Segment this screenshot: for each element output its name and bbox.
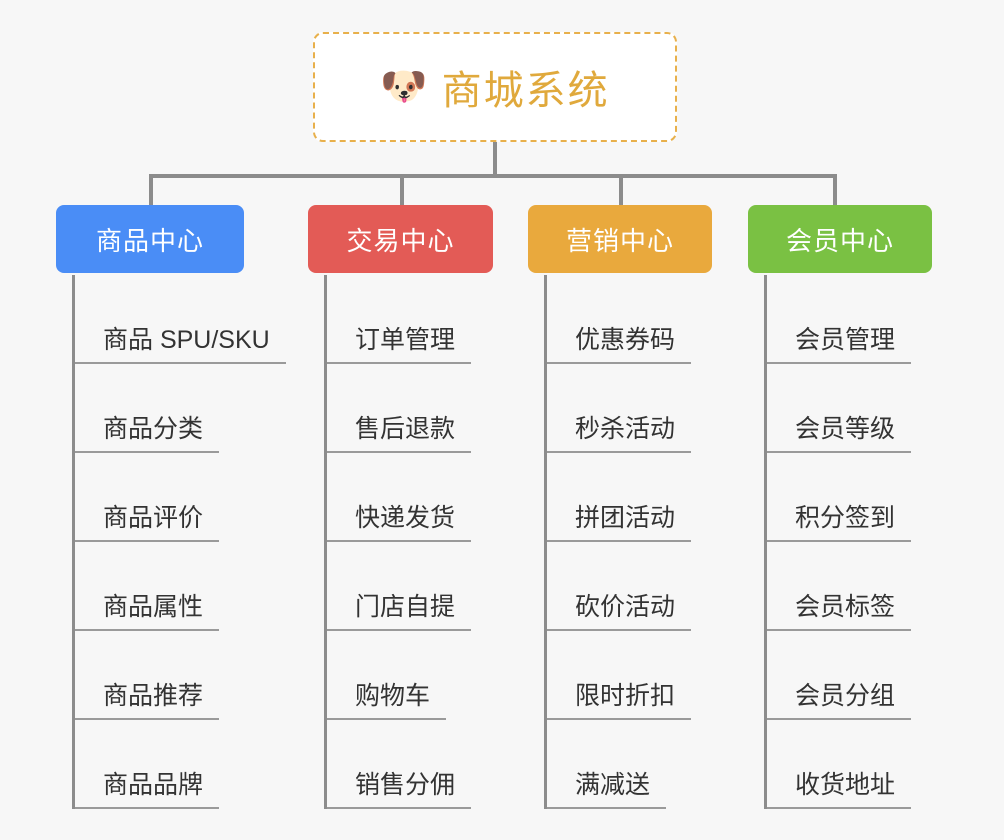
leaf-label: 商品 SPU/SKU (75, 326, 286, 364)
root-node[interactable]: 🐶 商城系统 (313, 32, 677, 142)
branch-trunk-4 (764, 275, 767, 809)
connector-drop-4 (833, 174, 837, 207)
leaf-label: 秒杀活动 (547, 415, 692, 453)
leaf-label: 快递发货 (327, 504, 472, 542)
leaf-label: 销售分佣 (327, 771, 472, 809)
connector-root-stub (493, 142, 497, 178)
leaf-label: 商品推荐 (75, 682, 220, 720)
leaf-label: 售后退款 (327, 415, 472, 453)
branch-trunk-1 (72, 275, 75, 809)
dog-face-icon: 🐶 (380, 66, 428, 108)
leaf-label: 积分签到 (767, 504, 912, 542)
leaf-label: 订单管理 (327, 326, 472, 364)
branch-trunk-2 (324, 275, 327, 809)
branch-header-4[interactable]: 会员中心 (748, 205, 932, 273)
root-title: 商城系统 (441, 69, 610, 113)
leaf-label: 购物车 (327, 682, 447, 720)
branch-trunk-3 (544, 275, 547, 809)
leaf-label: 砍价活动 (547, 593, 692, 631)
connector-drop-3 (619, 174, 623, 207)
branch-label-4: 会员中心 (785, 225, 894, 256)
leaf-label: 限时折扣 (547, 682, 692, 720)
leaf-label: 商品品牌 (75, 771, 220, 809)
leaf-label: 会员等级 (767, 415, 912, 453)
leaf-label: 商品属性 (75, 593, 220, 631)
leaf-label: 满减送 (547, 771, 667, 809)
branch-header-1[interactable]: 商品中心 (56, 205, 244, 273)
connector-horizontal-bar (149, 174, 837, 178)
leaf-label: 拼团活动 (547, 504, 692, 542)
leaf-label: 商品分类 (75, 415, 220, 453)
connector-drop-2 (400, 174, 404, 207)
leaf-label: 门店自提 (327, 593, 472, 631)
connector-drop-1 (149, 174, 153, 207)
leaf-label: 收货地址 (767, 771, 912, 809)
branch-header-3[interactable]: 营销中心 (528, 205, 712, 273)
branch-label-1: 商品中心 (95, 225, 204, 256)
leaf-label: 会员分组 (767, 682, 912, 720)
branch-header-2[interactable]: 交易中心 (308, 205, 493, 273)
leaf-label: 会员管理 (767, 326, 912, 364)
leaf-label: 优惠券码 (547, 326, 692, 364)
leaf-label: 会员标签 (767, 593, 912, 631)
branch-label-2: 交易中心 (346, 225, 455, 256)
leaf-label: 商品评价 (75, 504, 220, 542)
branch-label-3: 营销中心 (565, 225, 674, 256)
